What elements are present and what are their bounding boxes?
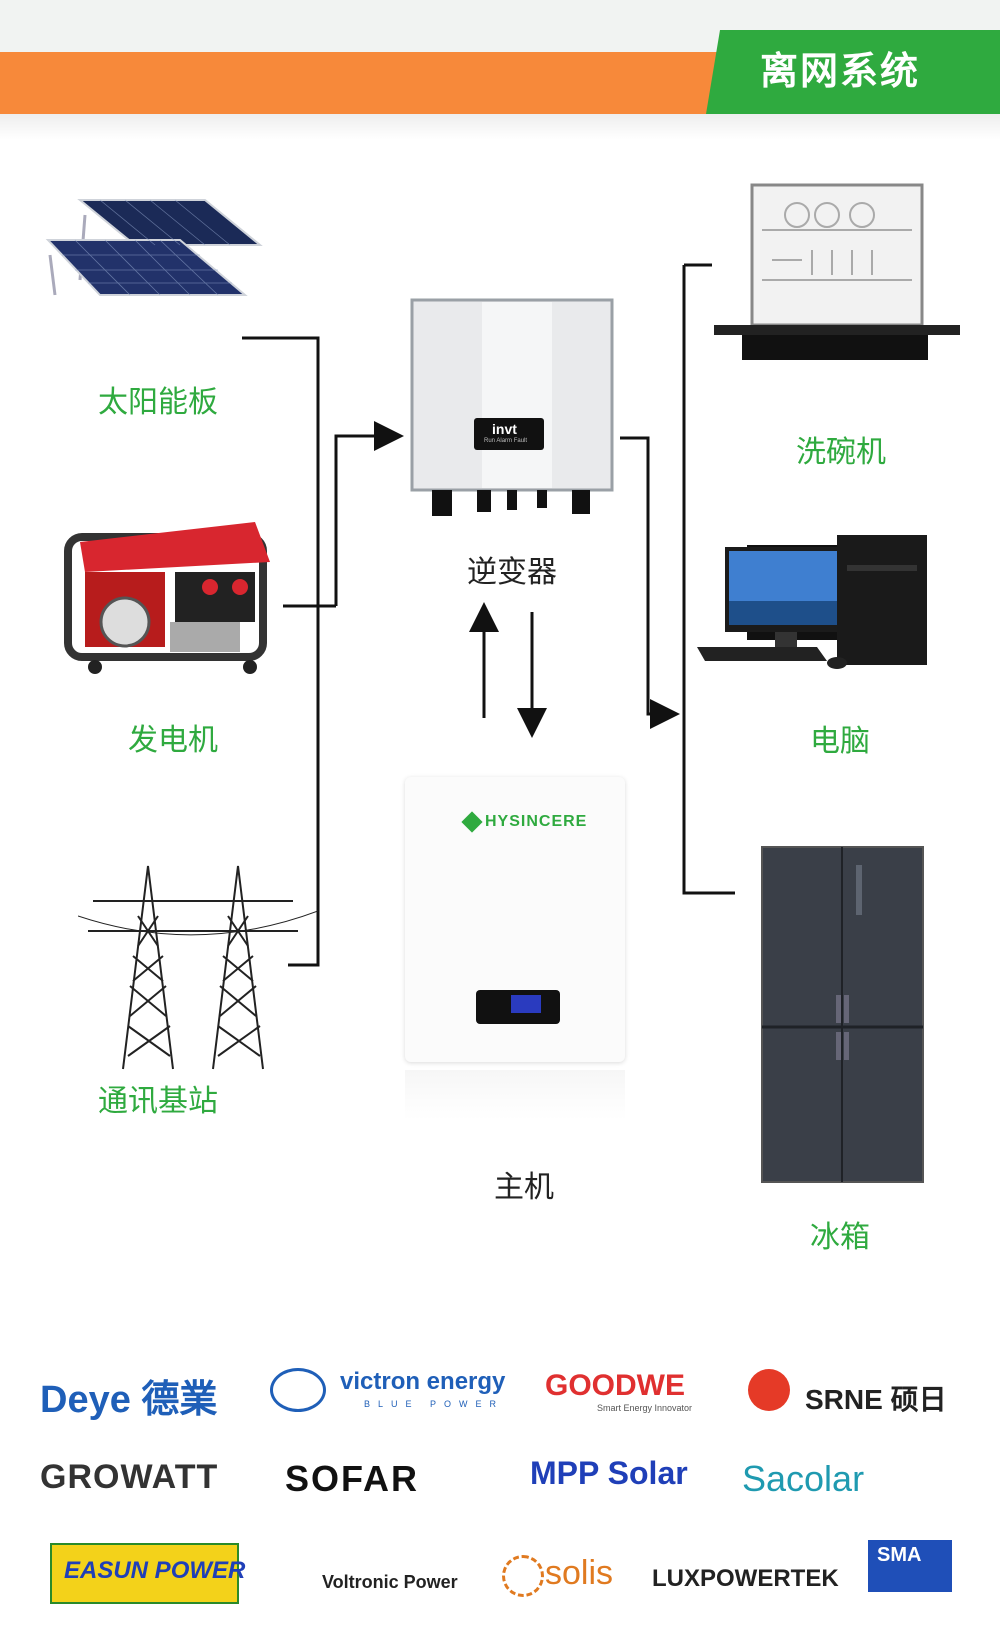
- led-alarm: Alarm: [496, 438, 513, 444]
- brand-victron-sub: BLUE POWER: [364, 1399, 505, 1409]
- computer-icon: [697, 535, 927, 669]
- page-title: 离网系统: [760, 51, 921, 93]
- inverter-leds: Run Alarm Fault: [484, 438, 527, 444]
- load-label-refrigerator: 冰箱: [810, 1221, 870, 1254]
- brand-luxpower: LUXPOWERTEK: [652, 1565, 839, 1592]
- easun-logo-box: [50, 1543, 239, 1604]
- led-fault: Fault: [513, 438, 528, 444]
- brand-sofar: SOFAR: [285, 1458, 420, 1499]
- srne-logo-icon: [748, 1369, 790, 1411]
- battery-reflection: [405, 1070, 625, 1120]
- brand-voltronic: Voltronic Power: [322, 1572, 458, 1592]
- victron-logo-icon: [270, 1368, 326, 1412]
- brand-goodwe: GOODWE: [545, 1369, 685, 1402]
- brand-deye: Deye 德業: [40, 1379, 218, 1421]
- dishwasher-icon: [714, 183, 960, 360]
- brand-sacolar: Sacolar: [742, 1458, 865, 1499]
- brand-srne: SRNE 硕日: [805, 1384, 947, 1415]
- inverter-brand: invt: [492, 421, 517, 437]
- brand-goodwe-sub: Smart Energy Innovator: [597, 1403, 693, 1413]
- inverter-icon: [410, 298, 614, 516]
- header-orange-bar: [0, 52, 720, 114]
- sma-logo-box: [868, 1540, 952, 1592]
- led-run: Run: [484, 438, 496, 444]
- refrigerator-icon: [761, 846, 924, 1183]
- power-tower-icon: [78, 865, 318, 1070]
- brand-easun: EASUN POWER: [64, 1557, 246, 1584]
- source-label-generator: 发电机: [128, 724, 218, 757]
- source-label-solar: 太阳能板: [98, 386, 218, 419]
- inverter-label: 逆变器: [467, 556, 557, 589]
- connection-lines: [242, 263, 735, 967]
- header-shadow: [0, 114, 1000, 140]
- solar-panel-icon: [45, 199, 263, 296]
- header-green-tab: [706, 30, 1000, 114]
- battery-label: 主机: [494, 1171, 554, 1204]
- brand-victron: victron energy: [340, 1368, 506, 1395]
- brand-growatt: GROWATT: [40, 1458, 219, 1496]
- load-label-dishwasher: 洗碗机: [796, 436, 886, 469]
- battery-brand: HYSINCERE: [485, 813, 588, 830]
- generator-icon: [64, 522, 270, 674]
- load-label-computer: 电脑: [810, 725, 870, 758]
- source-label-tower: 通讯基站: [98, 1085, 218, 1118]
- battery-display: [476, 990, 560, 1024]
- brand-sma: SMA: [877, 1544, 922, 1566]
- brand-mpp-solar: MPP Solar: [530, 1455, 688, 1491]
- brand-solis: solis: [545, 1554, 614, 1592]
- solis-logo-icon: [502, 1555, 544, 1597]
